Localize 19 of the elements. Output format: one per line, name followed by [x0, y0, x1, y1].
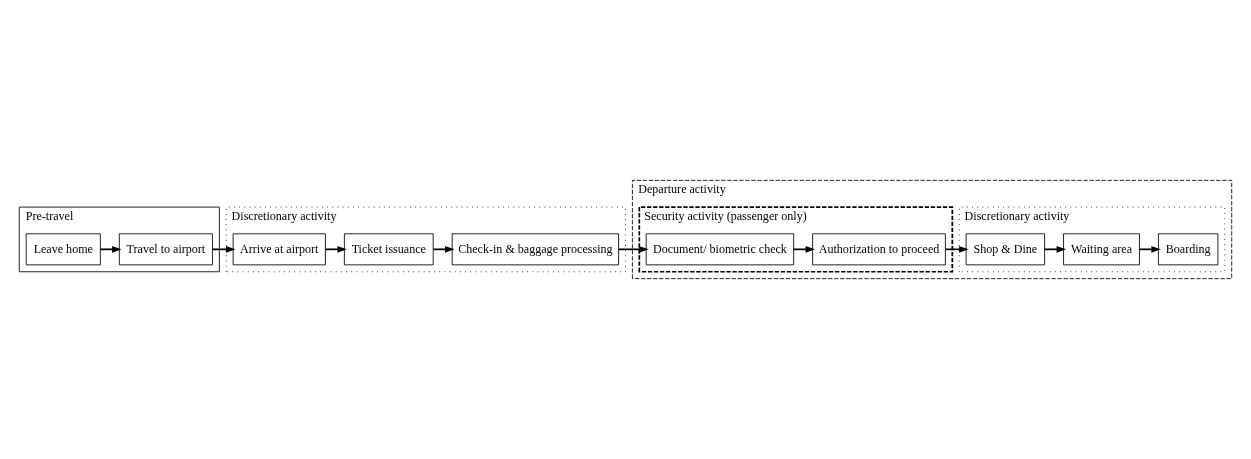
- arrow: [1043, 246, 1067, 253]
- node-box: Leave home: [25, 233, 101, 266]
- arrow: [944, 246, 969, 253]
- node-box: Shop & Dine: [965, 233, 1045, 266]
- node-box: Arrive at airport: [232, 233, 326, 266]
- arrow: [432, 246, 455, 253]
- node-box: Check-in & baggage processing: [451, 233, 620, 266]
- arrow: [99, 246, 122, 253]
- node-box: Waiting area: [1063, 233, 1140, 266]
- node-box: Authorization to proceed: [812, 233, 946, 266]
- arrow: [211, 246, 236, 253]
- arrow: [617, 246, 649, 253]
- arrow: [1138, 246, 1161, 253]
- node-box: Ticket issuance: [343, 233, 434, 266]
- node-box: Travel to airport: [118, 233, 213, 266]
- node-box: Document/ biometric check: [645, 233, 795, 266]
- arrow: [792, 246, 816, 253]
- node-box: Boarding: [1158, 233, 1219, 266]
- arrow: [324, 246, 347, 253]
